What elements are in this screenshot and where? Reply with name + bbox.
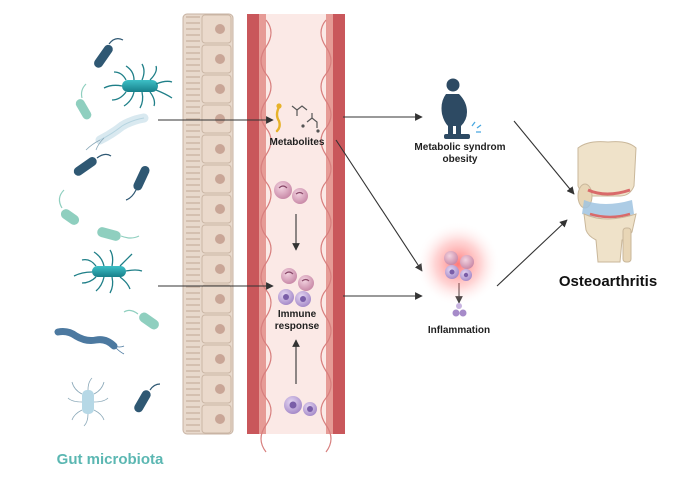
bacterium-icon xyxy=(54,328,125,355)
endothelial-cell-left xyxy=(260,181,272,237)
cell-nucleus xyxy=(215,174,225,184)
inflammation-label: Inflammation xyxy=(427,325,491,336)
endothelial-cell-left xyxy=(260,127,272,183)
immune-cell-icon xyxy=(278,268,314,307)
cell-nucleus xyxy=(215,294,225,304)
endothelial-cell-right xyxy=(320,19,332,75)
bacterium-icon xyxy=(134,383,161,413)
endothelial-cell-right xyxy=(320,127,332,183)
cell-nucleus xyxy=(215,324,225,334)
endothelial-cell-right xyxy=(320,343,332,399)
metabolites-label: Metabolites xyxy=(269,137,325,148)
bacterium-icon xyxy=(123,309,159,330)
bacterium-icon xyxy=(97,227,140,241)
obese-person-icon xyxy=(441,78,482,139)
bacterium-icon xyxy=(73,249,143,294)
endothelial-cell-right xyxy=(320,235,332,291)
cell-nucleus xyxy=(215,384,225,394)
endothelial-cell-right xyxy=(320,181,332,237)
microvilli xyxy=(186,16,200,432)
cell-nucleus xyxy=(215,354,225,364)
bacterium-icon xyxy=(85,113,149,151)
cell-nucleus xyxy=(215,204,225,214)
immune-label-line-1: Immune xyxy=(277,309,317,320)
cell-nucleus xyxy=(215,264,225,274)
cell-nucleus xyxy=(215,144,225,154)
bacterium-icon xyxy=(58,189,80,225)
immune-cell-icon xyxy=(284,396,317,416)
arrow-metabolic-to-osteoarthritis xyxy=(513,120,575,195)
endothelial-cell-right xyxy=(320,289,332,345)
bacterium-icon xyxy=(103,63,173,109)
cell-nucleus xyxy=(215,54,225,64)
osteoarthritis-label: Osteoarthritis xyxy=(558,273,658,290)
bacterium-icon xyxy=(75,83,92,120)
cell-nucleus xyxy=(215,24,225,34)
immune-label-line-2: response xyxy=(274,320,320,332)
gut-microbiota-label: Gut microbiota xyxy=(56,451,164,468)
cell-nucleus xyxy=(215,414,225,424)
immune-cell-icon xyxy=(274,181,308,204)
epithelial-cells xyxy=(201,14,232,434)
endothelial-cell-right xyxy=(320,397,332,453)
endothelial-cells xyxy=(260,19,332,453)
arrow-inflammation-to-osteoarthritis xyxy=(496,219,568,287)
knee-joint-icon xyxy=(577,141,637,263)
arrows xyxy=(158,113,575,384)
gut-microbiota-cluster xyxy=(54,38,173,427)
metabolite-molecule-icon xyxy=(275,103,320,133)
cell-nucleus xyxy=(215,234,225,244)
bacterium-icon xyxy=(67,377,109,427)
endothelial-cell-right xyxy=(320,73,332,129)
arrow-metabolites-to-inflammation xyxy=(335,139,423,272)
endothelial-cell-left xyxy=(260,289,272,345)
endothelial-cell-left xyxy=(260,19,272,75)
bacterium-icon xyxy=(125,166,150,201)
bacterium-icon xyxy=(73,153,112,176)
inflammation-site xyxy=(416,222,500,317)
metabolic-label-line-1: Metabolic syndrom xyxy=(414,142,506,153)
cell-nucleus xyxy=(215,84,225,94)
endothelial-cell-left xyxy=(260,397,272,453)
endothelial-cell-left xyxy=(260,343,272,399)
metabolic-label-line-2: obesity xyxy=(442,153,478,165)
bacterium-icon xyxy=(94,38,124,68)
cell-nucleus xyxy=(215,114,225,124)
intestinal-epithelium xyxy=(182,13,234,435)
endothelial-cell-left xyxy=(260,235,272,291)
